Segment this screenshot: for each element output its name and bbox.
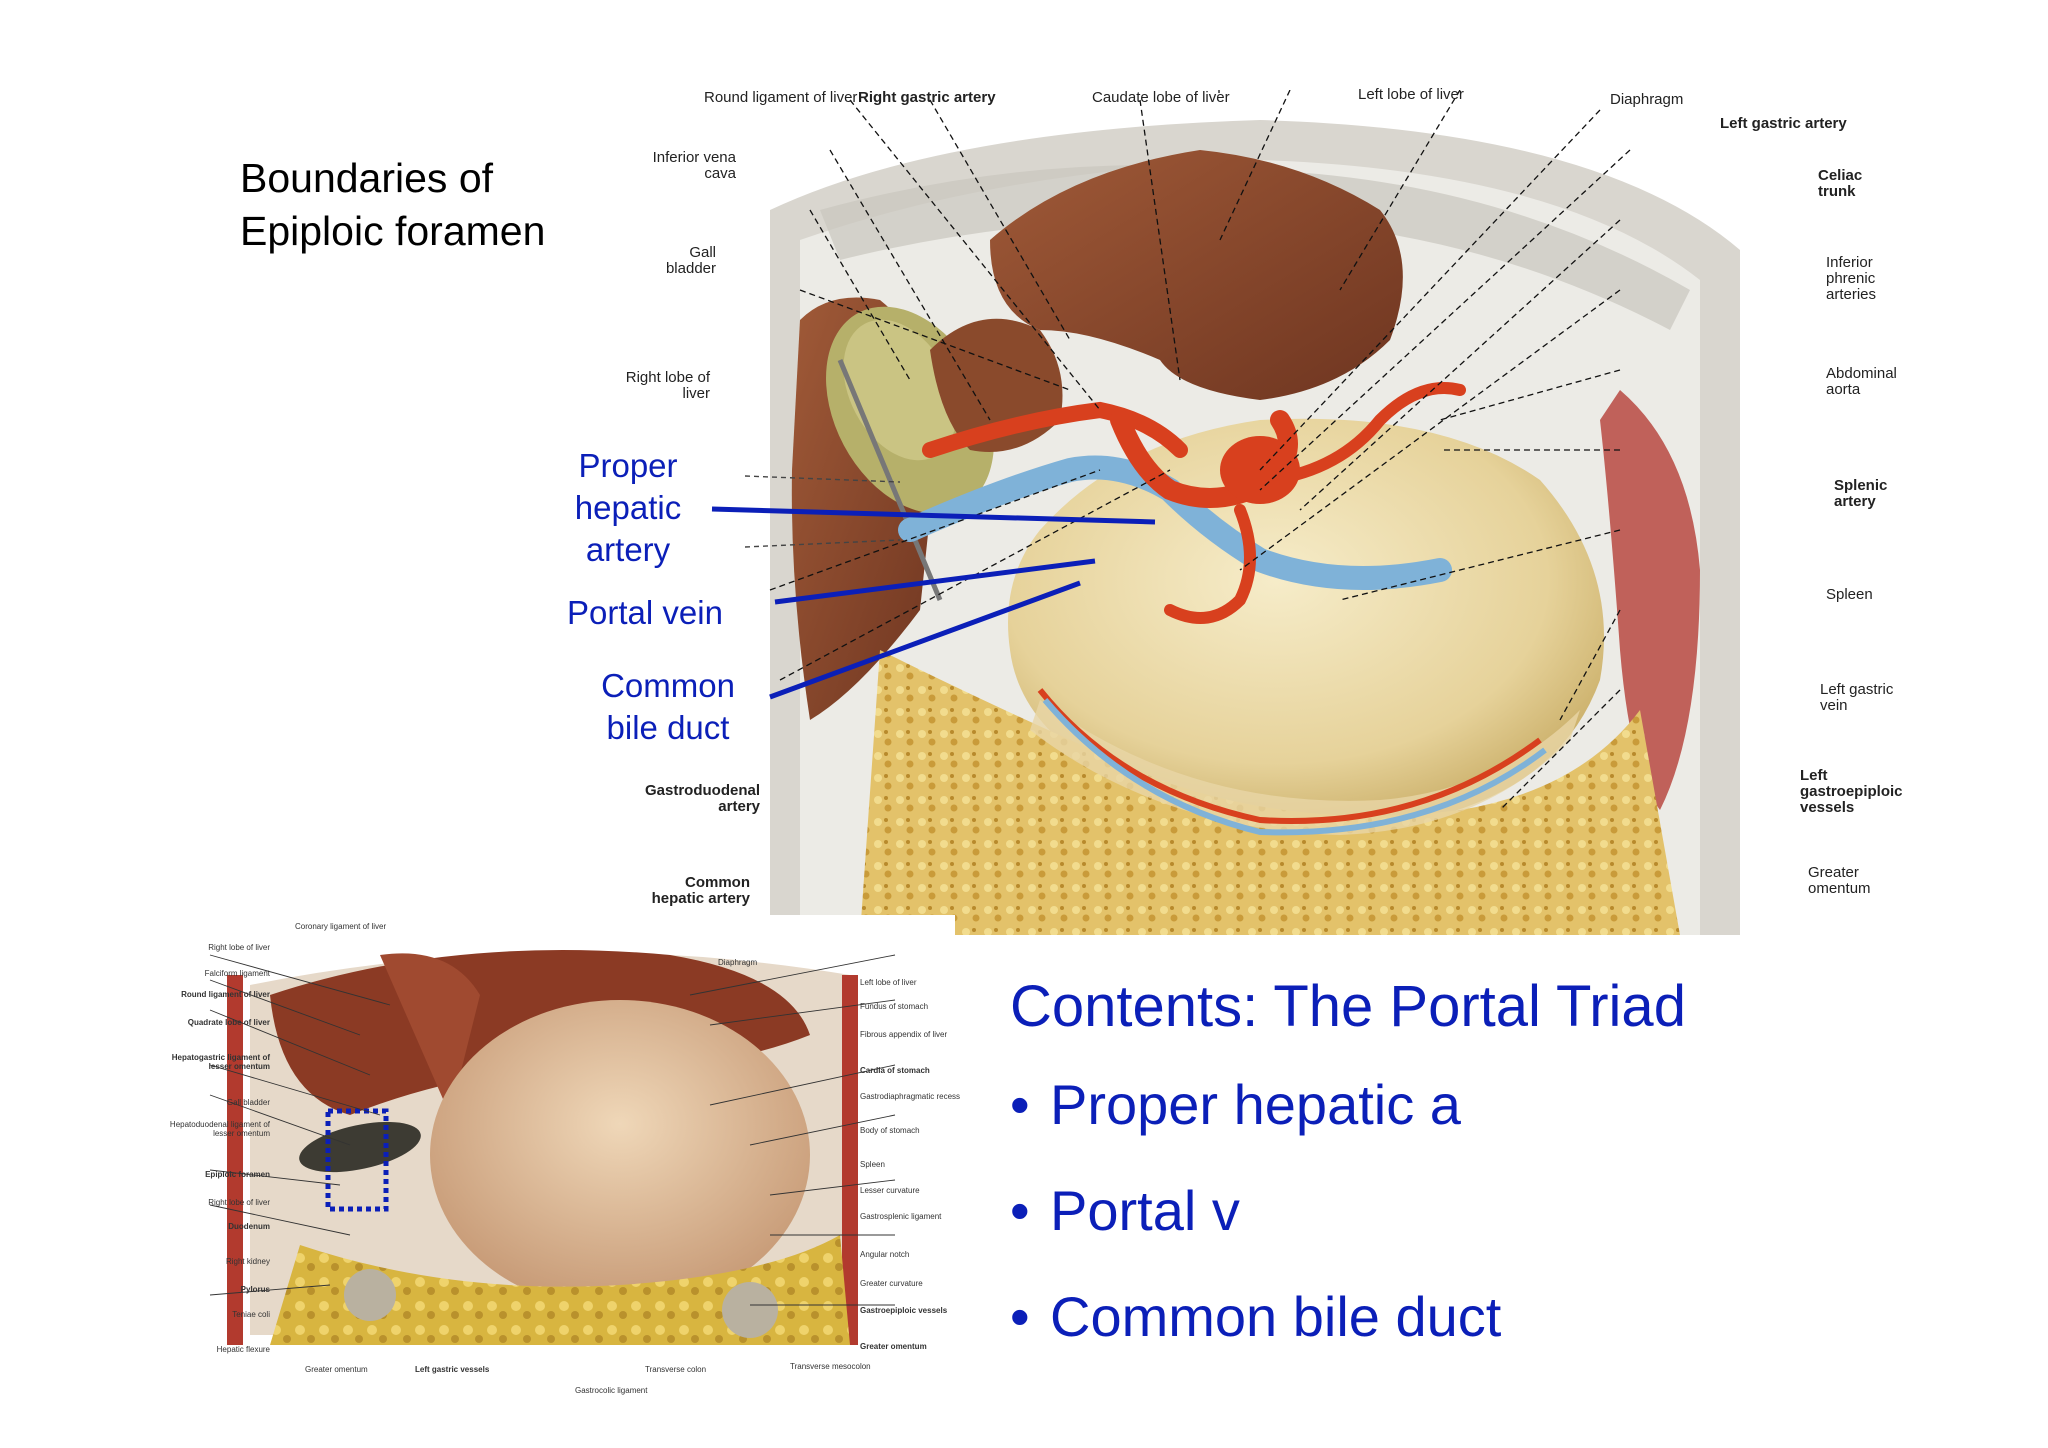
inset-bottom-label-3: Transverse colon: [645, 1365, 707, 1374]
inset-left-label-9: Duodenum: [228, 1222, 270, 1231]
portal-vein-callout: Portal vein: [567, 594, 723, 631]
inset-left-label-0: Right lobe of liver: [208, 943, 270, 952]
right-gastric-artery-label: Right gastric artery: [858, 89, 996, 106]
proper-hepatic-artery-callout: Proper hepatic artery: [574, 447, 682, 568]
epiploic-foramen-box: [325, 1108, 389, 1212]
inset-left-label-13: Hepatic flexure: [216, 1345, 270, 1354]
inset-right-label-8: Lesser curvature: [860, 1186, 920, 1195]
slide-title: Boundaries of Epiploic foramen: [240, 155, 546, 254]
inset-bottom-label-2: Gastrocolic ligament: [575, 1386, 648, 1395]
left-gastric-vein-label: Left gastric vein: [1820, 681, 1894, 714]
caudate-lobe-label: Caudate lobe of liver: [1092, 89, 1230, 106]
round-ligament-label: Round ligament of liver: [704, 89, 858, 106]
inset-left-label-3: Quadrate lobe of liver: [187, 1018, 270, 1027]
inset-left-label-10: Right kidney: [225, 1257, 270, 1266]
inset-right-label-11: Greater curvature: [860, 1279, 923, 1288]
gastroduodenal-artery-label: Gastroduodenal artery: [644, 782, 760, 815]
bullet-marker: •: [1010, 1073, 1030, 1136]
inset-right-label-2: Fundus of stomach: [860, 1002, 929, 1011]
inset-left-label-6: Hepatoduodenal ligament of lesser omentu…: [169, 1120, 270, 1138]
inset-top-label: Coronary ligament of liver: [295, 922, 387, 931]
spleen-label: Spleen: [1826, 586, 1873, 603]
left-lobe-label: Left lobe of liver: [1358, 86, 1464, 103]
inset-left-label-11: Pylorus: [240, 1285, 270, 1294]
inset-left-label-1: Falciform ligament: [204, 969, 270, 978]
bullet-text: Proper hepatic a: [1050, 1073, 1461, 1136]
inset-right-label-3: Fibrous appendix of liver: [860, 1030, 948, 1039]
splenic-artery-label: Splenic artery: [1834, 477, 1888, 510]
abdominal-aorta-label: Abdominal aorta: [1826, 365, 1897, 398]
right-lobe-label: Right lobe of liver: [625, 369, 710, 402]
inset-bottom-label-0: Greater omentum: [305, 1365, 368, 1374]
inset-bottom-label-1: Left gastric vessels: [415, 1365, 490, 1374]
inset-right-label-7: Spleen: [860, 1160, 885, 1169]
inferior-vena-cava-label: Inferior vena cava: [652, 149, 736, 182]
gall-bladder-label: Gall bladder: [665, 244, 716, 277]
inset-right-label-13: Greater omentum: [860, 1342, 927, 1351]
inset-left-label-8: Right lobe of liver: [208, 1198, 270, 1207]
inset-right-label-5: Gastrodiaphragmatic recess: [860, 1092, 961, 1101]
inset-right-label-6: Body of stomach: [860, 1126, 920, 1135]
inset-left-label-2: Round ligament of liver: [181, 990, 270, 999]
inset-left-label-4: Hepatogastric ligament of lesser omentum: [171, 1053, 270, 1071]
common-bile-duct-callout: Common bile duct: [601, 667, 735, 746]
inset-anatomy-illustration: [150, 915, 955, 1395]
bullet-text: Common bile duct: [1050, 1285, 1502, 1348]
inferior-phrenic-label: Inferior phrenic arteries: [1826, 254, 1877, 303]
bullet-marker: •: [1010, 1179, 1030, 1242]
inset-right-label-10: Angular notch: [860, 1250, 910, 1259]
left-gastroepiploic-label: Left gastroepiploic vessels: [1800, 767, 1903, 816]
bullet-item: • Proper hepatic a: [1010, 1072, 1461, 1138]
left-gastric-artery-top-label: Left gastric artery: [1720, 115, 1847, 132]
inset-left-label-7: Epiploic foramen: [205, 1170, 270, 1179]
bullet-marker: •: [1010, 1285, 1030, 1348]
contents-heading: Contents: The Portal Triad: [1010, 974, 1686, 1039]
bullet-text: Portal v: [1050, 1179, 1240, 1242]
inset-right-label-0: Diaphragm: [718, 958, 758, 967]
diaphragm-label: Diaphragm: [1610, 91, 1684, 108]
bullet-item: • Common bile duct: [1010, 1284, 1501, 1350]
greater-omentum-label: Greater omentum: [1808, 864, 1871, 897]
inset-right-label-12: Gastroepiploic vessels: [860, 1306, 948, 1315]
celiac-trunk-label: Celiac trunk: [1818, 167, 1863, 200]
bullet-item: • Portal v: [1010, 1178, 1240, 1244]
inset-right-label-4: Cardia of stomach: [860, 1066, 930, 1075]
inset-right-label-14: Transverse mesocolon: [790, 1362, 871, 1371]
inset-right-label-1: Left lobe of liver: [860, 978, 917, 987]
common-hepatic-artery-label: Common hepatic artery: [651, 874, 750, 907]
main-anatomy-illustration: [769, 90, 1740, 935]
inset-left-label-5: Gall bladder: [226, 1098, 270, 1107]
inset-left-label-12: Teniae coli: [232, 1310, 270, 1319]
inset-right-label-9: Gastrosplenic ligament: [860, 1212, 942, 1221]
